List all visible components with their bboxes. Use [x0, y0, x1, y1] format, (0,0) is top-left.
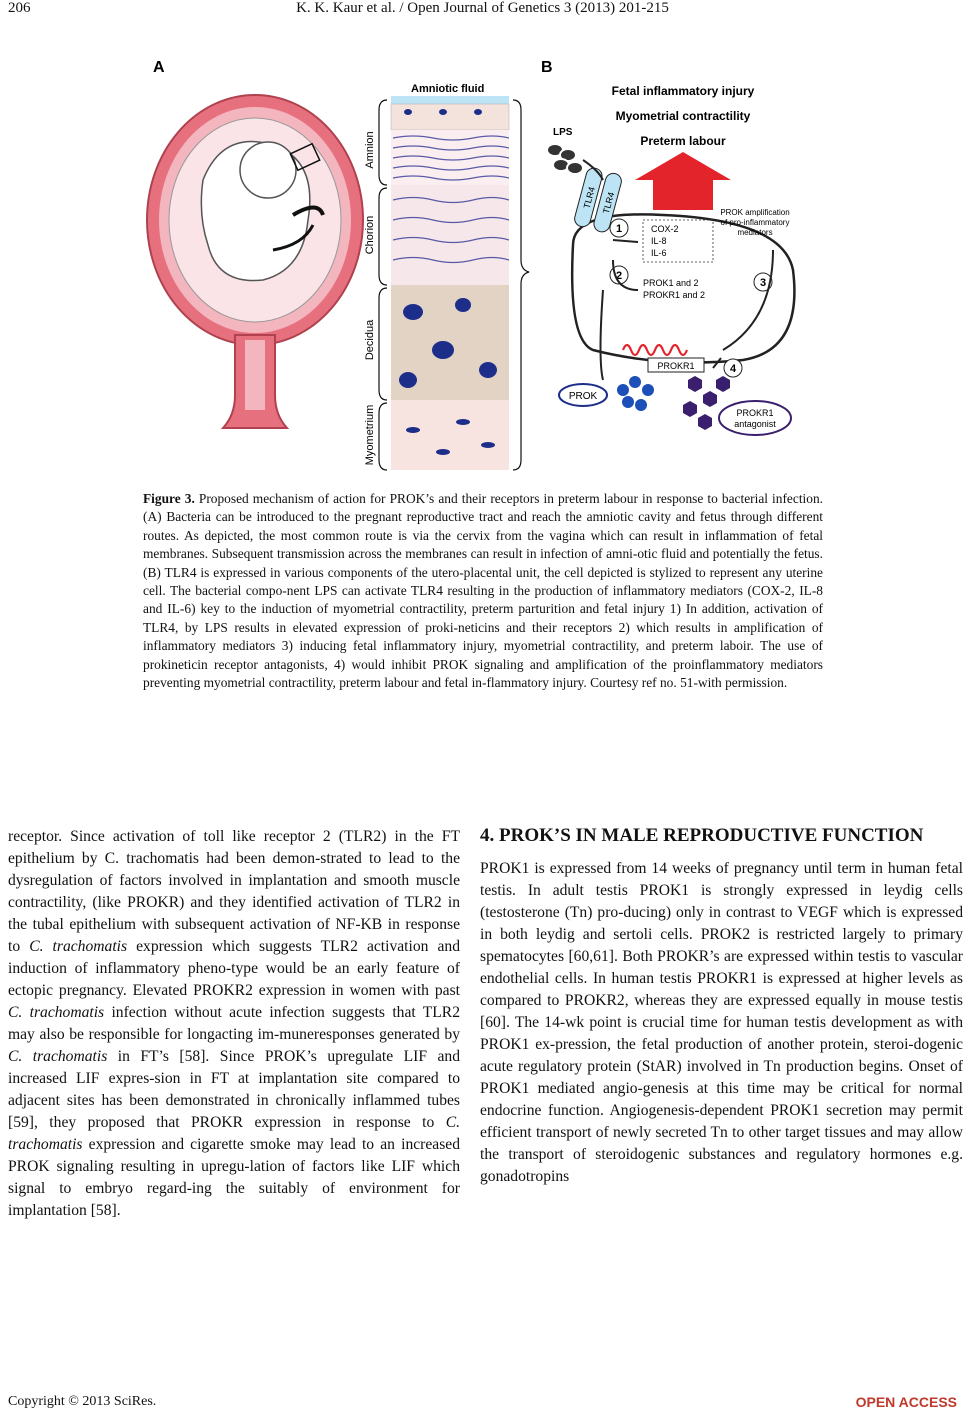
antagonist-label: PROKR1 antagonist: [734, 408, 776, 429]
running-head: K. K. Kaur et al. / Open Journal of Gene…: [296, 0, 669, 16]
left-italic-3: C. trachomatis: [8, 1048, 108, 1065]
left-italic-2: C. trachomatis: [8, 1004, 105, 1021]
pathway-arrows: [582, 159, 774, 381]
tlr4-receptor: TLR4 TLR4: [574, 167, 622, 233]
left-italic-4: C. trachomatis: [8, 1114, 460, 1153]
page-number: 206: [8, 0, 31, 16]
lps-bacteria-icon: [546, 143, 584, 175]
section-heading: 4. PROK’S IN MALE REPRODUCTIVE FUNCTION: [480, 825, 924, 846]
amplification-label: PROK amplification of pro-inflammatory m…: [720, 208, 789, 237]
figure-3: A Amniotic fluid: [143, 50, 823, 490]
panel-a-label: A: [153, 59, 165, 76]
outcomes-list: Fetal inflammatory injury Myometrial con…: [612, 84, 755, 148]
layer-labels: Amnion Chorion Decidua Myometrium: [364, 131, 376, 465]
prokr1-box: [647, 357, 705, 373]
layer-label-chorion: Chorion: [364, 216, 376, 255]
prok-ligands: [617, 376, 654, 411]
step-3: 3: [760, 277, 766, 289]
page-header: 206 K. K. Kaur et al. / Open Journal of …: [0, 0, 965, 30]
left-text-2: expression which suggests TLR2 activatio…: [8, 938, 460, 999]
prok-label: PROK: [569, 391, 598, 402]
figure-3-illustration: A Amniotic fluid: [146, 59, 796, 471]
prokr1-membrane-receptor: [621, 343, 689, 357]
footer-copyright: Copyright © 2013 SciRes.: [8, 1394, 157, 1409]
right-column: 4. PROK’S IN MALE REPRODUCTIVE FUNCTION …: [480, 824, 963, 1188]
uterine-cell-outline: [570, 213, 796, 364]
caption-label: Figure 3.: [143, 491, 195, 506]
layer-label-amnion: Amnion: [364, 131, 376, 168]
tissue-layers: [390, 96, 510, 470]
left-text-5: expression and cigarette smoke may lead …: [8, 1136, 460, 1219]
lps-label: LPS: [553, 127, 573, 138]
figure-caption: Figure 3. Proposed mechanism of action f…: [143, 490, 823, 692]
uterus-drawing: [146, 94, 364, 429]
layer-label-decidua: Decidua: [364, 319, 376, 360]
svg-text:PROKR1: PROKR1: [736, 408, 773, 418]
prokr1-label: PROKR1: [657, 361, 694, 371]
left-text-3: infection without acute infection sugges…: [8, 1004, 460, 1043]
layer-brackets: [378, 99, 530, 471]
section-body: PROK1 is expressed from 14 weeks of preg…: [480, 860, 963, 1185]
mediators-list: COX-2 IL-8 IL-6: [651, 224, 679, 258]
antagonist-molecules: [683, 376, 730, 430]
gene-prokr1-2: PROKR1 and 2: [643, 290, 705, 300]
left-text-1: receptor. Since activation of toll like …: [8, 828, 460, 955]
red-arrow-icon: [635, 152, 731, 210]
caption-text: Proposed mechanism of action for PROK’s …: [143, 491, 824, 691]
step-4: 4: [730, 363, 737, 375]
outcome-preterm-labour: Preterm labour: [640, 134, 726, 148]
left-column: receptor. Since activation of toll like …: [8, 826, 460, 1222]
svg-text:of pro-inflammatory: of pro-inflammatory: [721, 218, 790, 227]
outcome-fetal-injury: Fetal inflammatory injury: [612, 84, 755, 98]
left-italic-1: C. trachomatis: [29, 938, 128, 955]
layer-label-myometrium: Myometrium: [364, 405, 376, 466]
outcome-myometrial-contractility: Myometrial contractility: [616, 109, 751, 123]
panel-b-label: B: [541, 59, 553, 76]
left-text-4: in FT’s [58]. Since PROK’s upregulate LI…: [8, 1048, 460, 1131]
svg-text:mediators: mediators: [737, 228, 772, 237]
mediator-il8: IL-8: [651, 236, 667, 246]
svg-text:antagonist: antagonist: [734, 419, 776, 429]
step-1: 1: [616, 223, 622, 235]
footer-open-access: OPEN ACCESS: [855, 1394, 957, 1410]
prok-genes-list: PROK1 and 2 PROKR1 and 2: [643, 278, 705, 300]
prok-ellipse: [558, 383, 608, 407]
gene-prok1-2: PROK1 and 2: [643, 278, 699, 288]
svg-text:PROK amplification: PROK amplification: [720, 208, 789, 217]
step-2: 2: [616, 270, 622, 282]
mediator-il6: IL-6: [651, 248, 667, 258]
antagonist-ellipse: [718, 400, 792, 436]
mediator-cox2: COX-2: [651, 224, 679, 234]
amniotic-fluid-label: Amniotic fluid: [411, 83, 484, 95]
